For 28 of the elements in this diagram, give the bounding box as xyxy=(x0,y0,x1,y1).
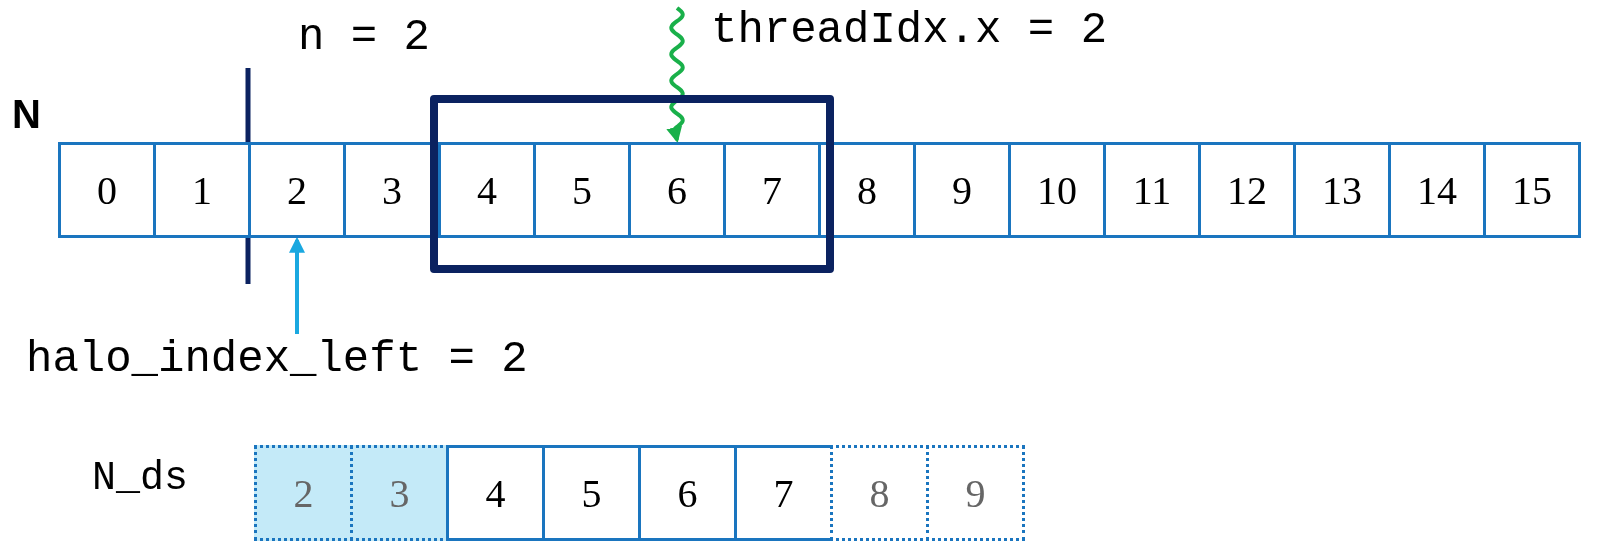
array-cell: 2 xyxy=(254,445,353,541)
array-cell: 7 xyxy=(734,445,833,541)
code-label: N_ds xyxy=(92,456,188,501)
array-cell: 5 xyxy=(533,142,631,238)
array-cell: 15 xyxy=(1483,142,1581,238)
array-cell: 6 xyxy=(628,142,726,238)
array-cell: 2 xyxy=(248,142,346,238)
array-cell: 4 xyxy=(438,142,536,238)
array-cell: 6 xyxy=(638,445,737,541)
arrow xyxy=(289,236,305,334)
array-cell: 1 xyxy=(153,142,251,238)
array-cell: 11 xyxy=(1103,142,1201,238)
array-cell: 14 xyxy=(1388,142,1486,238)
array-cell: 0 xyxy=(58,142,156,238)
array-name: N xyxy=(12,92,41,137)
array-cell: 10 xyxy=(1008,142,1106,238)
code-label: n = 2 xyxy=(298,12,431,62)
array-cell: 5 xyxy=(542,445,641,541)
array-cell: 9 xyxy=(913,142,1011,238)
arrow xyxy=(666,6,685,144)
array-cell: 12 xyxy=(1198,142,1296,238)
array-cell: 3 xyxy=(350,445,449,541)
highlight-frame xyxy=(430,95,834,273)
code-label: halo_index_left = 2 xyxy=(26,332,566,386)
code-label: threadIdx.x = 2 xyxy=(711,4,1151,56)
array-cell: 7 xyxy=(723,142,821,238)
array-cell: 4 xyxy=(446,445,545,541)
array-cell: 13 xyxy=(1293,142,1391,238)
